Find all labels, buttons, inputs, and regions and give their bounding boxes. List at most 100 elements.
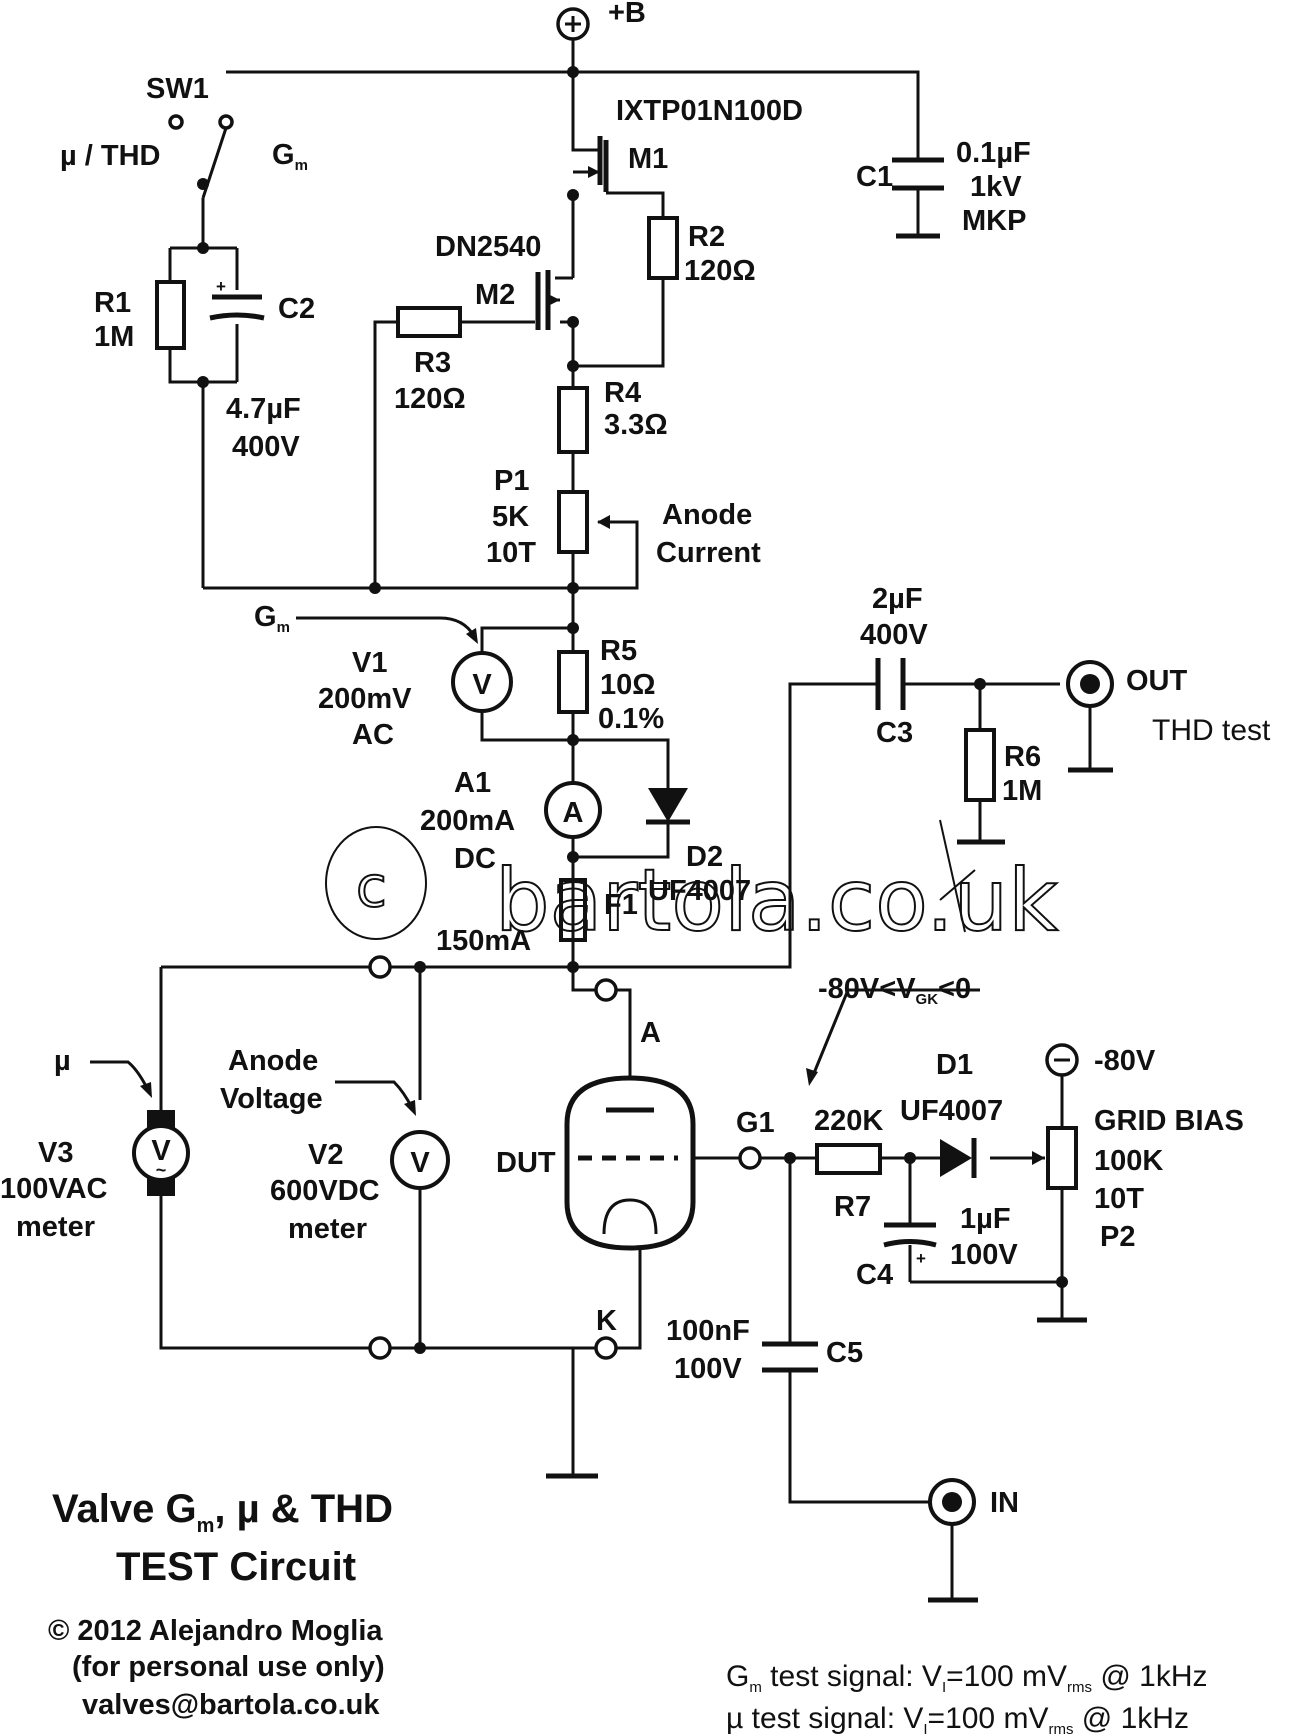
m2-label: M2 xyxy=(475,279,515,311)
credit-line-3: valves@bartola.co.uk xyxy=(82,1689,380,1721)
c4-value: 1µF xyxy=(960,1203,1011,1235)
switch-contact-mu xyxy=(168,114,184,130)
wires xyxy=(90,40,1113,1603)
title-line-1: Valve Gm, µ & THD xyxy=(52,1487,393,1537)
switch-contact-gm xyxy=(218,114,234,130)
terminals xyxy=(168,7,1079,1360)
a1-label: A1 xyxy=(454,767,491,799)
dut-label: DUT xyxy=(496,1147,556,1179)
gm-test-signal-label: Gm test signal: VI=100 mVrms @ 1kHz xyxy=(726,1660,1208,1696)
c2-value: 4.7µF xyxy=(226,393,301,425)
f1-label: F1 xyxy=(604,889,638,921)
d2-part: UF4007 xyxy=(648,875,751,907)
r3-value: 120Ω xyxy=(394,383,466,415)
diode-d2 xyxy=(646,788,690,825)
resistor-r3 xyxy=(396,306,462,338)
r6-value: 1M xyxy=(1002,775,1042,807)
c1-label: C1 xyxy=(856,161,893,193)
d2-label: D2 xyxy=(686,841,723,873)
anode-voltage-label-2: Voltage xyxy=(220,1083,323,1115)
vgk-range-label: -80V<VGK<0 xyxy=(818,973,971,1008)
resistor-r7 xyxy=(815,1143,882,1175)
d1-part: UF4007 xyxy=(900,1095,1003,1127)
r7-value: 220K xyxy=(814,1105,883,1137)
credit-line-2: (for personal use only) xyxy=(72,1651,385,1683)
sw1-label: SW1 xyxy=(146,73,209,105)
grid-bias-label: GRID BIAS xyxy=(1094,1105,1244,1137)
c2-voltage: 400V xyxy=(232,431,300,463)
v2-kind: meter xyxy=(288,1213,367,1245)
r6-label: R6 xyxy=(1004,741,1041,773)
capacitor-c1 xyxy=(892,140,944,191)
junctions xyxy=(197,66,1068,1354)
m1-part-label: IXTP01N100D xyxy=(616,95,803,127)
grid-label: G1 xyxy=(736,1107,775,1139)
v1-label: V1 xyxy=(352,647,387,679)
anode-label: A xyxy=(640,1017,661,1049)
watermark-c: c xyxy=(356,855,387,920)
c3-value: 2µF xyxy=(872,583,923,615)
capacitor-c5 xyxy=(762,1341,818,1380)
resistor-r4 xyxy=(557,386,589,454)
c4-label: C4 xyxy=(856,1259,893,1291)
watermark-site: bartola.co.uk xyxy=(495,851,1058,951)
r5-value: 10Ω xyxy=(600,669,656,701)
fuse-f1 xyxy=(559,878,587,942)
v3-symbol: V xyxy=(151,1135,171,1167)
mosfet-m2 xyxy=(535,270,560,330)
f1-value: 150mA xyxy=(436,925,531,957)
r5-tolerance: 0.1% xyxy=(598,703,664,735)
triode-dut xyxy=(564,1075,740,1290)
p1-label: P1 xyxy=(494,465,529,497)
cathode-terminal xyxy=(594,1336,618,1360)
v2-range: 600VDC xyxy=(270,1175,380,1207)
capacitor-c2 xyxy=(209,294,265,321)
v1-mode: AC xyxy=(352,719,394,751)
watermark: c bartola.co.uk xyxy=(325,819,1059,952)
p1-turns: 10T xyxy=(486,537,536,569)
r7-label: R7 xyxy=(834,1191,871,1223)
p1-anode-label: Anode xyxy=(662,499,752,531)
a1-symbol: A xyxy=(563,797,584,829)
c1-voltage: 1kV xyxy=(970,171,1022,203)
c2-label: C2 xyxy=(278,293,315,325)
potentiometer-p2 xyxy=(1046,1126,1078,1190)
voltmeter-v2: V xyxy=(390,1130,450,1190)
r1-label: R1 xyxy=(94,287,131,319)
c3-voltage: 400V xyxy=(860,619,928,651)
mu-probe-label: µ xyxy=(54,1045,71,1077)
capacitor-c3 xyxy=(845,658,930,710)
p2-label: P2 xyxy=(1100,1221,1135,1253)
v3-range: 100VAC xyxy=(0,1173,108,1205)
mu-test-signal-label: µ test signal: VI=100 mVrms @ 1kHz xyxy=(726,1702,1189,1735)
anode-voltage-label-1: Anode xyxy=(228,1045,318,1077)
c1-value: 0.1µF xyxy=(956,137,1031,169)
c3-label: C3 xyxy=(876,717,913,749)
p2-value: 100K xyxy=(1094,1145,1163,1177)
out-jack xyxy=(1066,660,1114,708)
sw1-mu-thd-label: µ / THD xyxy=(60,140,160,172)
in-jack xyxy=(928,1478,976,1526)
v2-label: V2 xyxy=(308,1139,343,1171)
p1-current-label: Current xyxy=(656,537,761,569)
r2-label: R2 xyxy=(688,221,725,253)
in-label: IN xyxy=(990,1487,1019,1519)
voltmeter-v3: V ~ xyxy=(132,1110,190,1196)
potentiometer-p1 xyxy=(557,490,589,554)
r4-value: 3.3Ω xyxy=(604,409,668,441)
c1-type: MKP xyxy=(962,205,1026,237)
d1-label: D1 xyxy=(936,1049,973,1081)
c4-plus: + xyxy=(916,1249,926,1268)
resistor-r5 xyxy=(557,650,589,714)
c4-voltage: 100V xyxy=(950,1239,1018,1271)
resistor-r6 xyxy=(964,728,996,802)
r5-label: R5 xyxy=(600,635,637,667)
resistor-r1 xyxy=(155,280,186,350)
diode-d1 xyxy=(940,1138,977,1178)
a1-mode: DC xyxy=(454,843,496,875)
v1-symbol: V xyxy=(472,669,492,701)
credit-line-1: © 2012 Alejandro Moglia xyxy=(48,1615,383,1647)
grid-terminal xyxy=(738,1146,762,1170)
v3-kind: meter xyxy=(16,1211,95,1243)
